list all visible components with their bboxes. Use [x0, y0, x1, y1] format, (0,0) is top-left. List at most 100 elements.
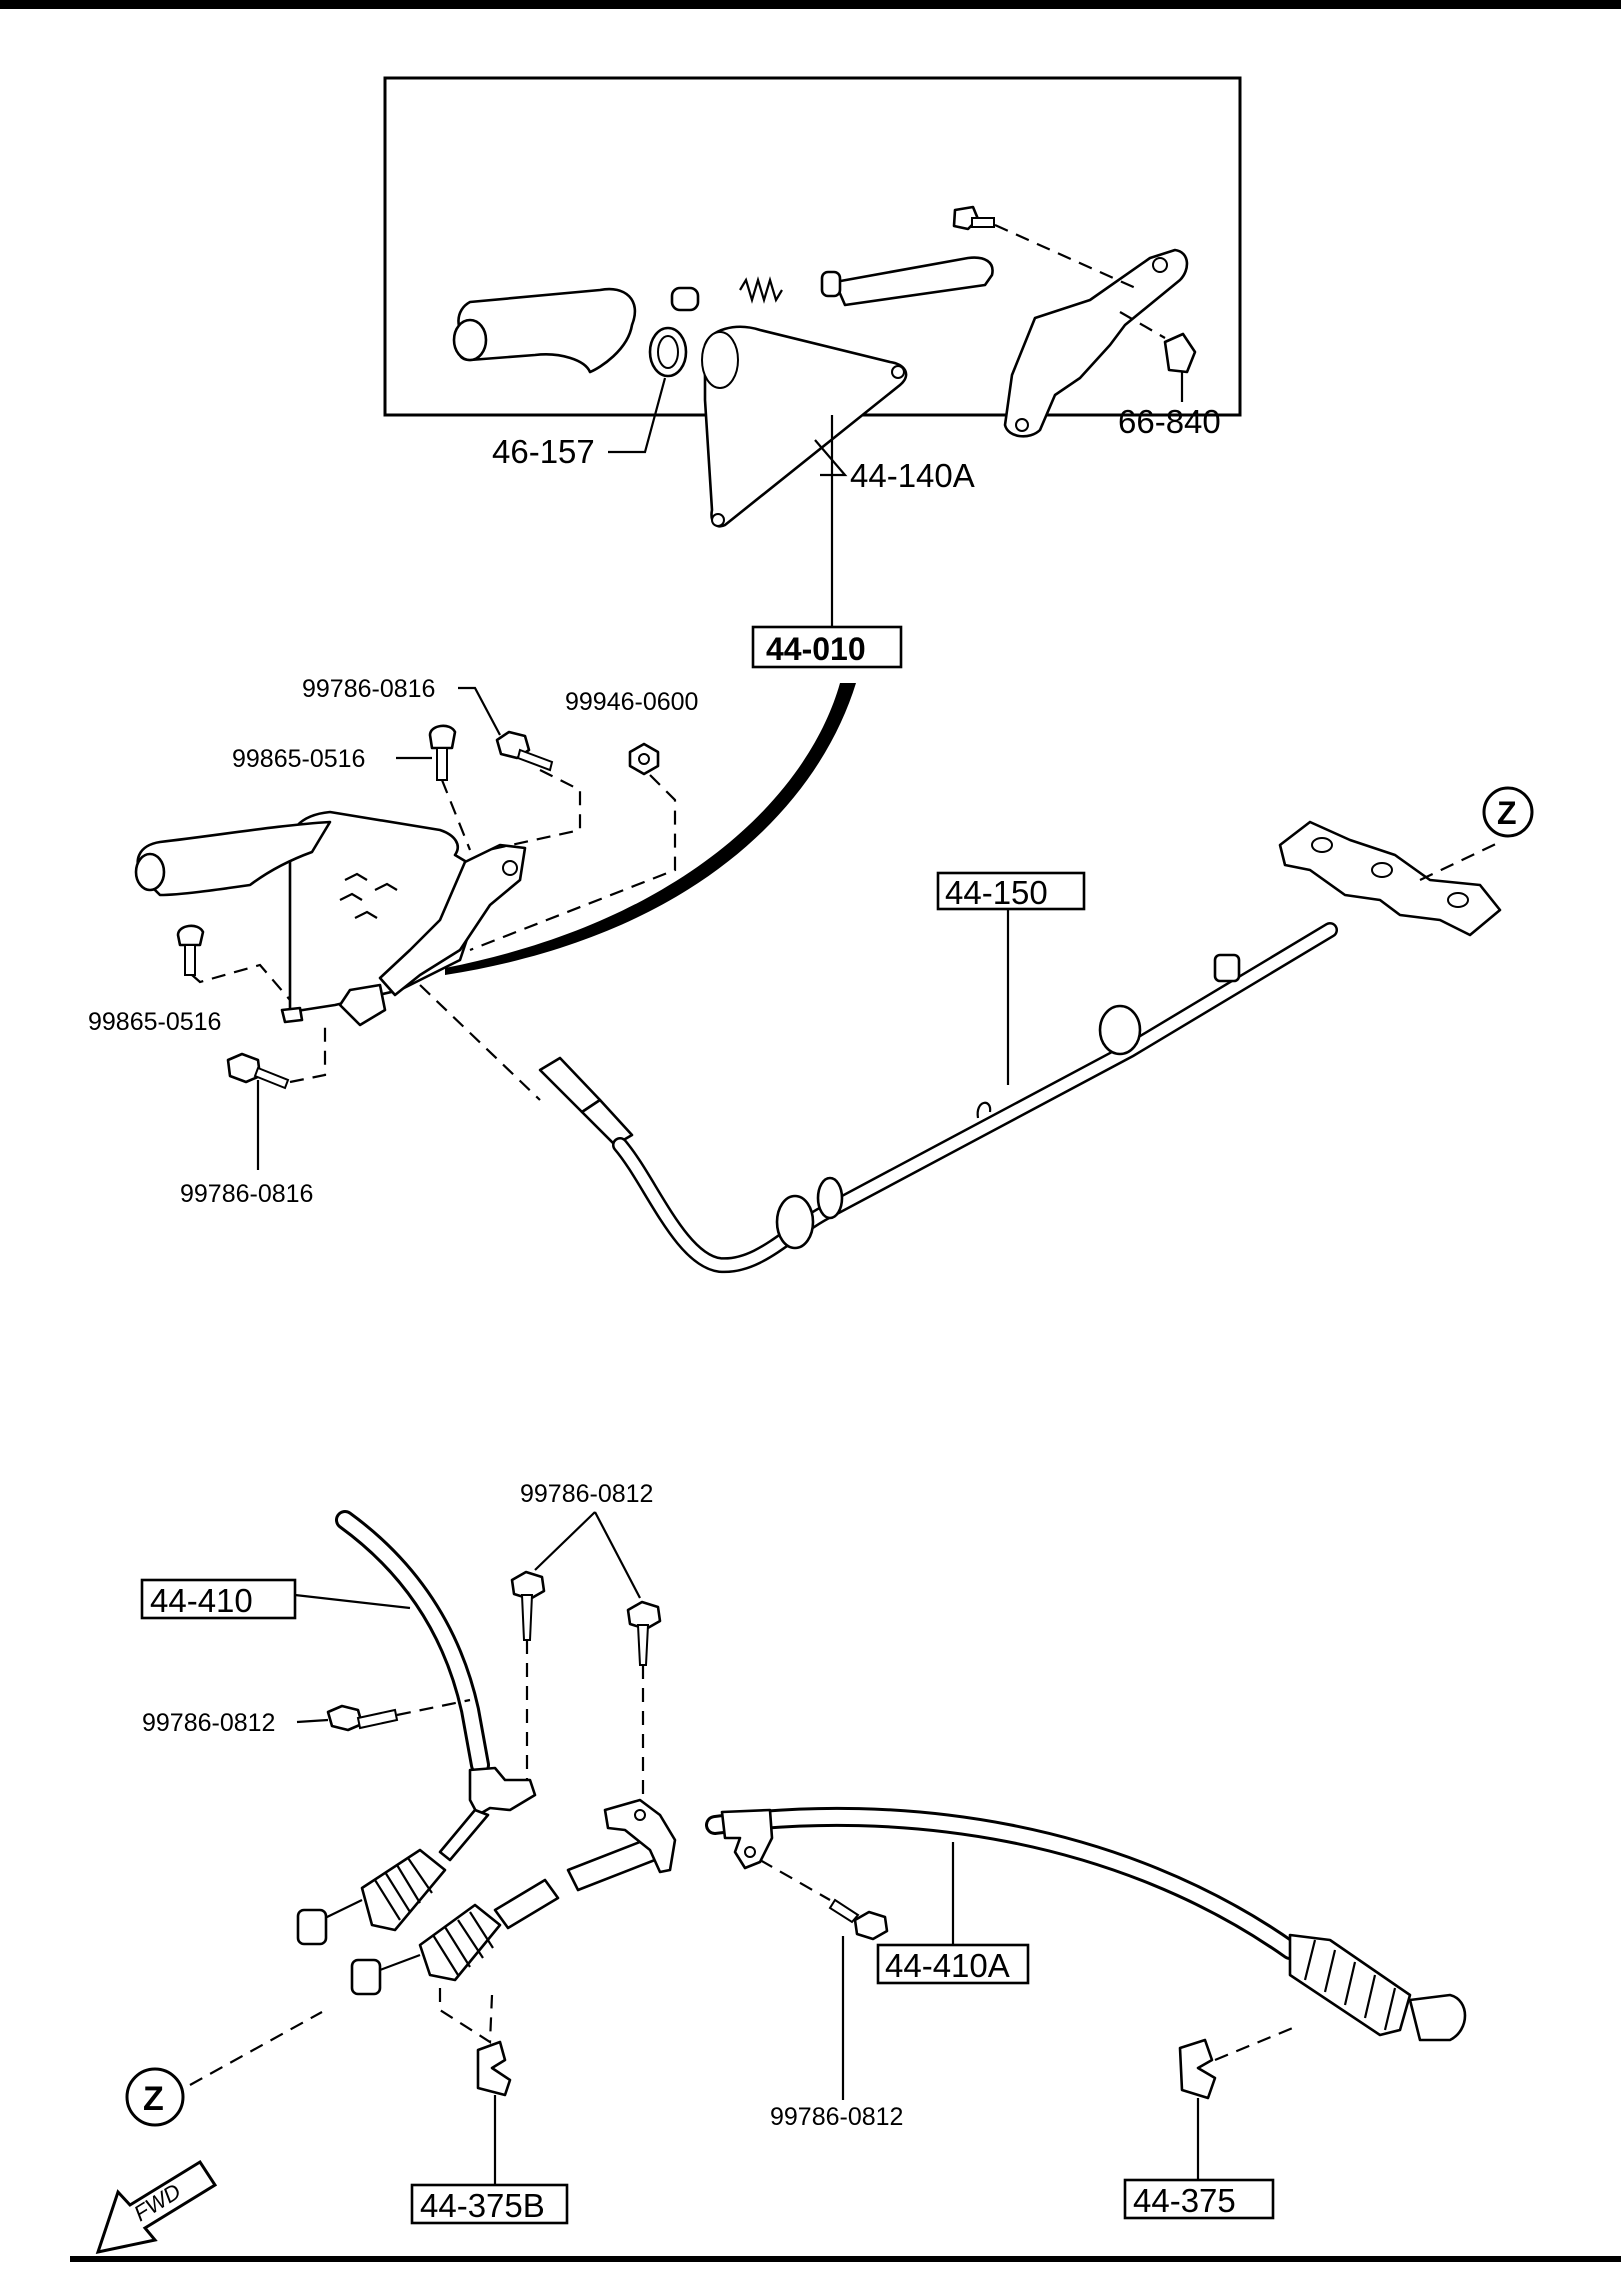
- ref-z-label-bottom: Z: [143, 2080, 164, 2118]
- dash-nut: [469, 774, 677, 952]
- box-44-375: [1123, 2178, 1275, 2220]
- clip-44-375: [1178, 2038, 1217, 2100]
- lever-grip-assembled: [136, 820, 332, 897]
- nut-99946-0600: [628, 742, 660, 776]
- grip-clip-inner: [657, 335, 679, 369]
- lever-assembly: 44-010: [88, 415, 903, 1208]
- label-44-410A: 44-410A: [885, 1947, 1010, 1984]
- box-44-410: [140, 1578, 297, 1620]
- lever-mount: [378, 843, 527, 997]
- bracket-hole: [1152, 257, 1168, 273]
- dash-rear-z: [189, 2011, 323, 2086]
- dash-bolt-side: [191, 963, 291, 1001]
- equalizer-dash: [1419, 841, 1501, 881]
- cable-44-410A-end: [1408, 1993, 1467, 2042]
- dash-bolt-top-right: [487, 769, 582, 852]
- cable-inner-sheath-a: [493, 1878, 560, 1930]
- mount-hole: [502, 860, 518, 876]
- leader-99786-0816-top: [458, 686, 501, 736]
- lever-detail-inset: 46-157 44-140A 66-840: [383, 76, 1242, 528]
- pointer-wedge: [445, 683, 856, 975]
- label-44-375: 44-375: [1133, 2182, 1236, 2219]
- inset-bolt-shank: [971, 217, 995, 228]
- front-cable-grommet-3: [1098, 1004, 1142, 1056]
- leader-99786-0812-top: [534, 1511, 641, 1599]
- front-cable-assembly: 44-150 Z: [538, 786, 1534, 1274]
- bolt-99865-0516-top: [428, 724, 457, 781]
- front-cable-end-rod: [580, 1098, 634, 1147]
- bolt-99786-0816-bottom: [226, 1052, 290, 1090]
- dash-cable-end: [419, 984, 541, 1101]
- bolt-99786-0812-top-right: [626, 1600, 662, 1666]
- lever-pattern: [339, 872, 398, 919]
- ref-z-circle-bottom: [125, 2067, 185, 2127]
- equalizer-hole-3: [1447, 892, 1469, 908]
- label-66-840: 66-840: [1118, 403, 1221, 440]
- cable-44-410A-sheath-fill: [708, 1809, 1297, 1957]
- dash-bolt-top-left: [440, 779, 472, 851]
- boot-opening: [701, 331, 739, 389]
- cable-44-410A-bracket: [720, 1808, 774, 1870]
- mid-bracket-hole: [634, 1809, 646, 1821]
- cable-inner-wire: [379, 1953, 421, 1972]
- cable-inner-end: [350, 1958, 382, 1996]
- label-44-010: 44-010: [766, 631, 866, 667]
- label-46-157: 46-157: [492, 433, 595, 470]
- cable-inner-boot: [418, 1903, 502, 1982]
- rear-cable-assembly: 99786-0812 44-410 99786-0812 44-410A 997…: [95, 1480, 1467, 2255]
- clip-44-375B: [476, 2040, 512, 2097]
- cable-44-410A-boot-ribs: [1303, 1939, 1397, 2031]
- label-99865-0516-side: 99865-0516: [88, 1008, 221, 1036]
- bolt-99786-0812-left: [326, 1704, 399, 1732]
- dash-rear-inner: [438, 1988, 494, 2044]
- boot-hole-bottom: [711, 513, 725, 527]
- front-cable-sleeve: [1213, 953, 1241, 983]
- cable-44-410-boot-ribs: [374, 1857, 433, 1921]
- cable-44-410-sheath: [335, 1510, 490, 1775]
- cable-44-410-boot: [360, 1848, 447, 1932]
- label-99786-0812-mid: 99786-0812: [770, 2103, 903, 2131]
- cable-44-410-wire: [324, 1899, 363, 1919]
- inset-nut-dash: [1119, 311, 1166, 339]
- ref-z-circle-top: [1482, 786, 1534, 838]
- box-44-010: [751, 625, 903, 669]
- leader-44-410: [294, 1593, 411, 1610]
- box-44-375B: [410, 2183, 569, 2225]
- label-99786-0812-left: 99786-0812: [142, 1709, 275, 1737]
- bolt-99786-0812-top-left: [510, 1570, 546, 1641]
- front-cable-grommet-1: [775, 1194, 815, 1250]
- label-44-150: 44-150: [945, 874, 1048, 911]
- bolt-99786-0812-mid: [828, 1898, 889, 1941]
- lever-rod-tip: [820, 270, 842, 298]
- boot-hole-right: [891, 365, 905, 379]
- bracket-hole-lower: [1015, 418, 1029, 432]
- bolt-99786-0816-top: [495, 730, 554, 772]
- box-44-150: [936, 871, 1086, 911]
- label-44-140A: 44-140A: [850, 457, 975, 494]
- label-99786-0816-bottom: 99786-0816: [180, 1180, 313, 1208]
- bolt-99865-0516-side: [176, 924, 205, 976]
- label-44-375B: 44-375B: [420, 2187, 545, 2224]
- lever-base-tab: [280, 1006, 304, 1024]
- cable-44-410-end: [296, 1908, 328, 1946]
- lever-grip-end: [134, 852, 166, 892]
- inset-nut: [1163, 332, 1197, 374]
- release-button: [670, 286, 700, 312]
- dash-bolt-bottom: [289, 1020, 327, 1084]
- leader-46-157: [608, 377, 667, 454]
- leader-44-140A: [814, 439, 848, 477]
- bottom-border-line: [70, 2256, 1621, 2262]
- cable-44-410-sheath-fill: [338, 1513, 487, 1772]
- label-99786-0816-top: 99786-0816: [302, 675, 435, 703]
- cable-inner-boot-ribs: [432, 1911, 494, 1976]
- ref-z-label-top: Z: [1497, 795, 1517, 831]
- lever-base: [338, 983, 387, 1027]
- leader-99786-0812-left: [296, 1718, 329, 1724]
- label-99786-0812-top: 99786-0812: [520, 1480, 653, 1508]
- lever-rod: [833, 256, 994, 307]
- fwd-arrow-icon: [95, 2159, 218, 2255]
- label-99865-0516-top: 99865-0516: [232, 745, 365, 773]
- box-44-410A: [876, 1943, 1030, 1985]
- lever-bracket: [1003, 248, 1189, 438]
